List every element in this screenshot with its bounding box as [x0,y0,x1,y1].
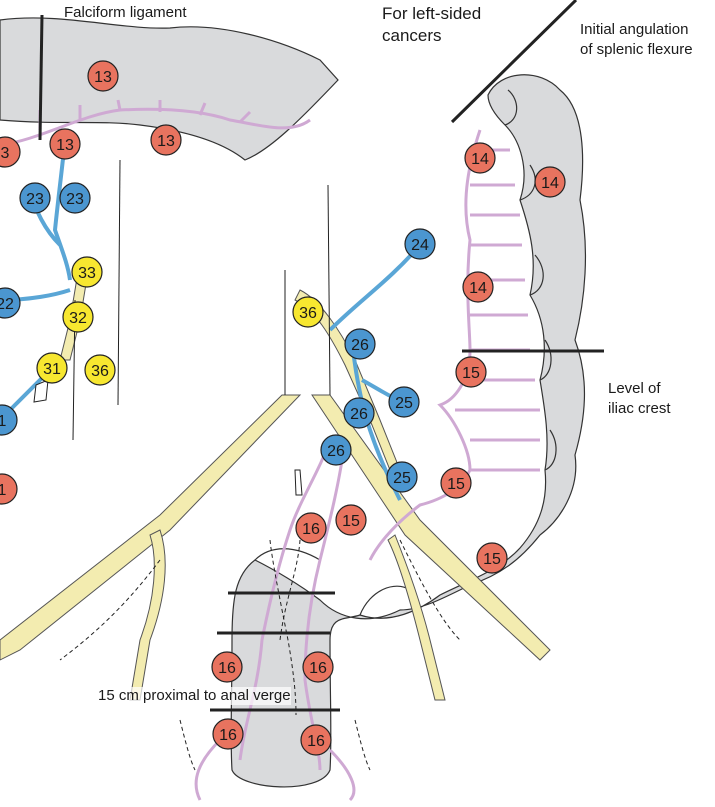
lymph-node-number: 15 [483,551,501,568]
lymph-node-number: 36 [299,305,317,322]
lymph-node-33: 33 [72,257,102,287]
lymph-node-16: 16 [296,513,326,543]
lymph-node-number: 24 [411,237,429,254]
lymph-node-16: 16 [303,652,333,682]
lymph-node-number: 22 [0,296,14,313]
lymph-node-1: 1 [0,474,17,504]
splenic-flexure-label-line1: Initial angulation [580,21,688,39]
lymph-node-number: 1 [0,413,7,430]
lymph-node-24: 24 [405,229,435,259]
lymph-node-number: 3 [1,145,10,162]
lymph-node-14: 14 [463,272,493,302]
lymph-node-number: 16 [219,727,237,744]
lymph-node-number: 16 [218,660,236,677]
lymph-node-31: 31 [37,353,67,383]
lymph-node-number: 32 [69,310,87,327]
lymph-node-number: 16 [302,521,320,538]
lymph-node-36: 36 [293,297,323,327]
splenic-flexure-label-line2: of splenic flexure [580,41,693,59]
lymph-node-number: 26 [350,406,368,423]
left-sided-label-line1: For left-sided [382,4,481,24]
lymph-node-number: 14 [471,151,489,168]
lymph-node-15: 15 [456,357,486,387]
lymph-node-1: 1 [0,405,17,435]
lymph-node-number: 13 [56,137,74,154]
lymph-node-15: 15 [336,505,366,535]
lymph-node-26: 26 [344,398,374,428]
lymph-node-13: 13 [151,125,181,155]
falciform-ligament-label: Falciform ligament [64,4,187,22]
lymph-node-25: 25 [387,462,417,492]
iliac-crest-label-line1: Level of [608,380,661,398]
lymph-node-number: 23 [26,191,44,208]
lymph-node-number: 31 [43,361,61,378]
iliac-crest-label-line2: iliac crest [608,400,671,418]
lymph-node-26: 26 [345,329,375,359]
lymph-node-14: 14 [535,167,565,197]
lymph-node-13: 13 [88,61,118,91]
lymph-node-number: 1 [0,482,7,499]
lymph-node-16: 16 [213,719,243,749]
lymph-node-25: 25 [389,387,419,417]
lymph-node-number: 23 [66,191,84,208]
lymph-node-15: 15 [441,468,471,498]
left-sided-label-line2: cancers [382,26,442,46]
lymph-node-26: 26 [321,435,351,465]
descending-colon [231,75,585,787]
lymph-node-16: 16 [212,652,242,682]
lymph-node-number: 33 [78,265,96,282]
lymph-node-number: 25 [395,395,413,412]
lymph-node-23: 23 [20,183,50,213]
lymph-node-number: 15 [447,476,465,493]
lymph-node-number: 16 [309,660,327,677]
lymph-node-number: 13 [94,69,112,86]
lymph-node-15: 15 [477,543,507,573]
lymph-node-14: 14 [465,143,495,173]
lymph-node-number: 36 [91,363,109,380]
lymph-node-16: 16 [301,725,331,755]
lymph-node-36: 36 [85,355,115,385]
lymph-node-number: 16 [307,733,325,750]
lymph-node-number: 15 [342,513,360,530]
lymph-node-number: 25 [393,470,411,487]
lymph-node-32: 32 [63,302,93,332]
lymph-node-number: 15 [462,365,480,382]
lymph-node-number: 26 [327,443,345,460]
lymph-node-23: 23 [60,183,90,213]
lymph-node-number: 26 [351,337,369,354]
lymph-node-13: 13 [50,129,80,159]
lymph-node-22: 22 [0,288,20,318]
anal-verge-label: 15 cm proximal to anal verge [98,687,291,705]
lymph-node-number: 14 [469,280,487,297]
lymph-node-number: 13 [157,133,175,150]
lymph-node-number: 14 [541,175,559,192]
